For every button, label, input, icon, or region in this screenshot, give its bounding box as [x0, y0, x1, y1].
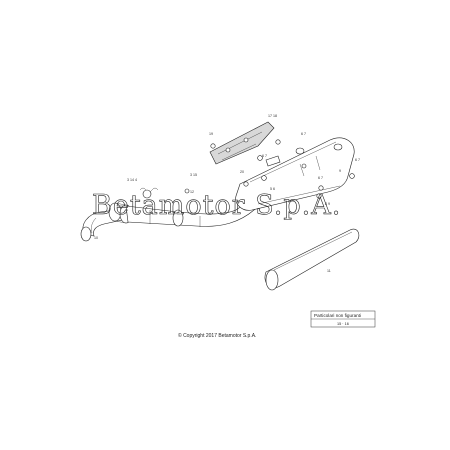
callout-12: 12 [190, 190, 194, 194]
copyright-text: © Copyright 2017 Betamotor S.p.A. [178, 332, 256, 339]
callout-11: 11 [327, 269, 331, 273]
callout-20: 20 [240, 170, 244, 174]
watermark-text: Betamotor S.p.A. [92, 190, 341, 221]
callout-8-9: 8 9 [325, 202, 330, 206]
callout-5-6: 5 6 [270, 187, 275, 191]
callout-6-7-top: 6 7 [301, 132, 306, 136]
legend-numbers: 15 · 16 [337, 322, 349, 326]
callout-3-15: 3 15 [190, 173, 197, 177]
callout-10: 10 [94, 236, 98, 240]
callout-19: 19 [209, 132, 213, 136]
legend-box: Particolari non figuranti 15 · 16 [310, 310, 376, 328]
callout-3-14-4: 3 14 4 [127, 178, 137, 182]
callout-6-7-right: 6 7 [355, 158, 360, 162]
silencer-body [235, 137, 355, 211]
silencer-bracket [257, 155, 281, 181]
spring [139, 187, 159, 199]
legend-title: Particolari non figuranti [314, 313, 361, 318]
callout-labels: 17 18 19 6 7 6 7 6 7 6 7 3 14 4 3 15 10 … [94, 114, 360, 273]
callout-6-7-mount: 6 7 [318, 176, 323, 180]
callout-6-7-mid: 6 7 [262, 154, 267, 158]
hardware [184, 139, 355, 199]
heat-shield [209, 121, 275, 165]
callout-9: 9 [339, 169, 341, 173]
callout-17-18: 17 18 [268, 114, 277, 118]
silencer-sleeve [264, 228, 360, 291]
